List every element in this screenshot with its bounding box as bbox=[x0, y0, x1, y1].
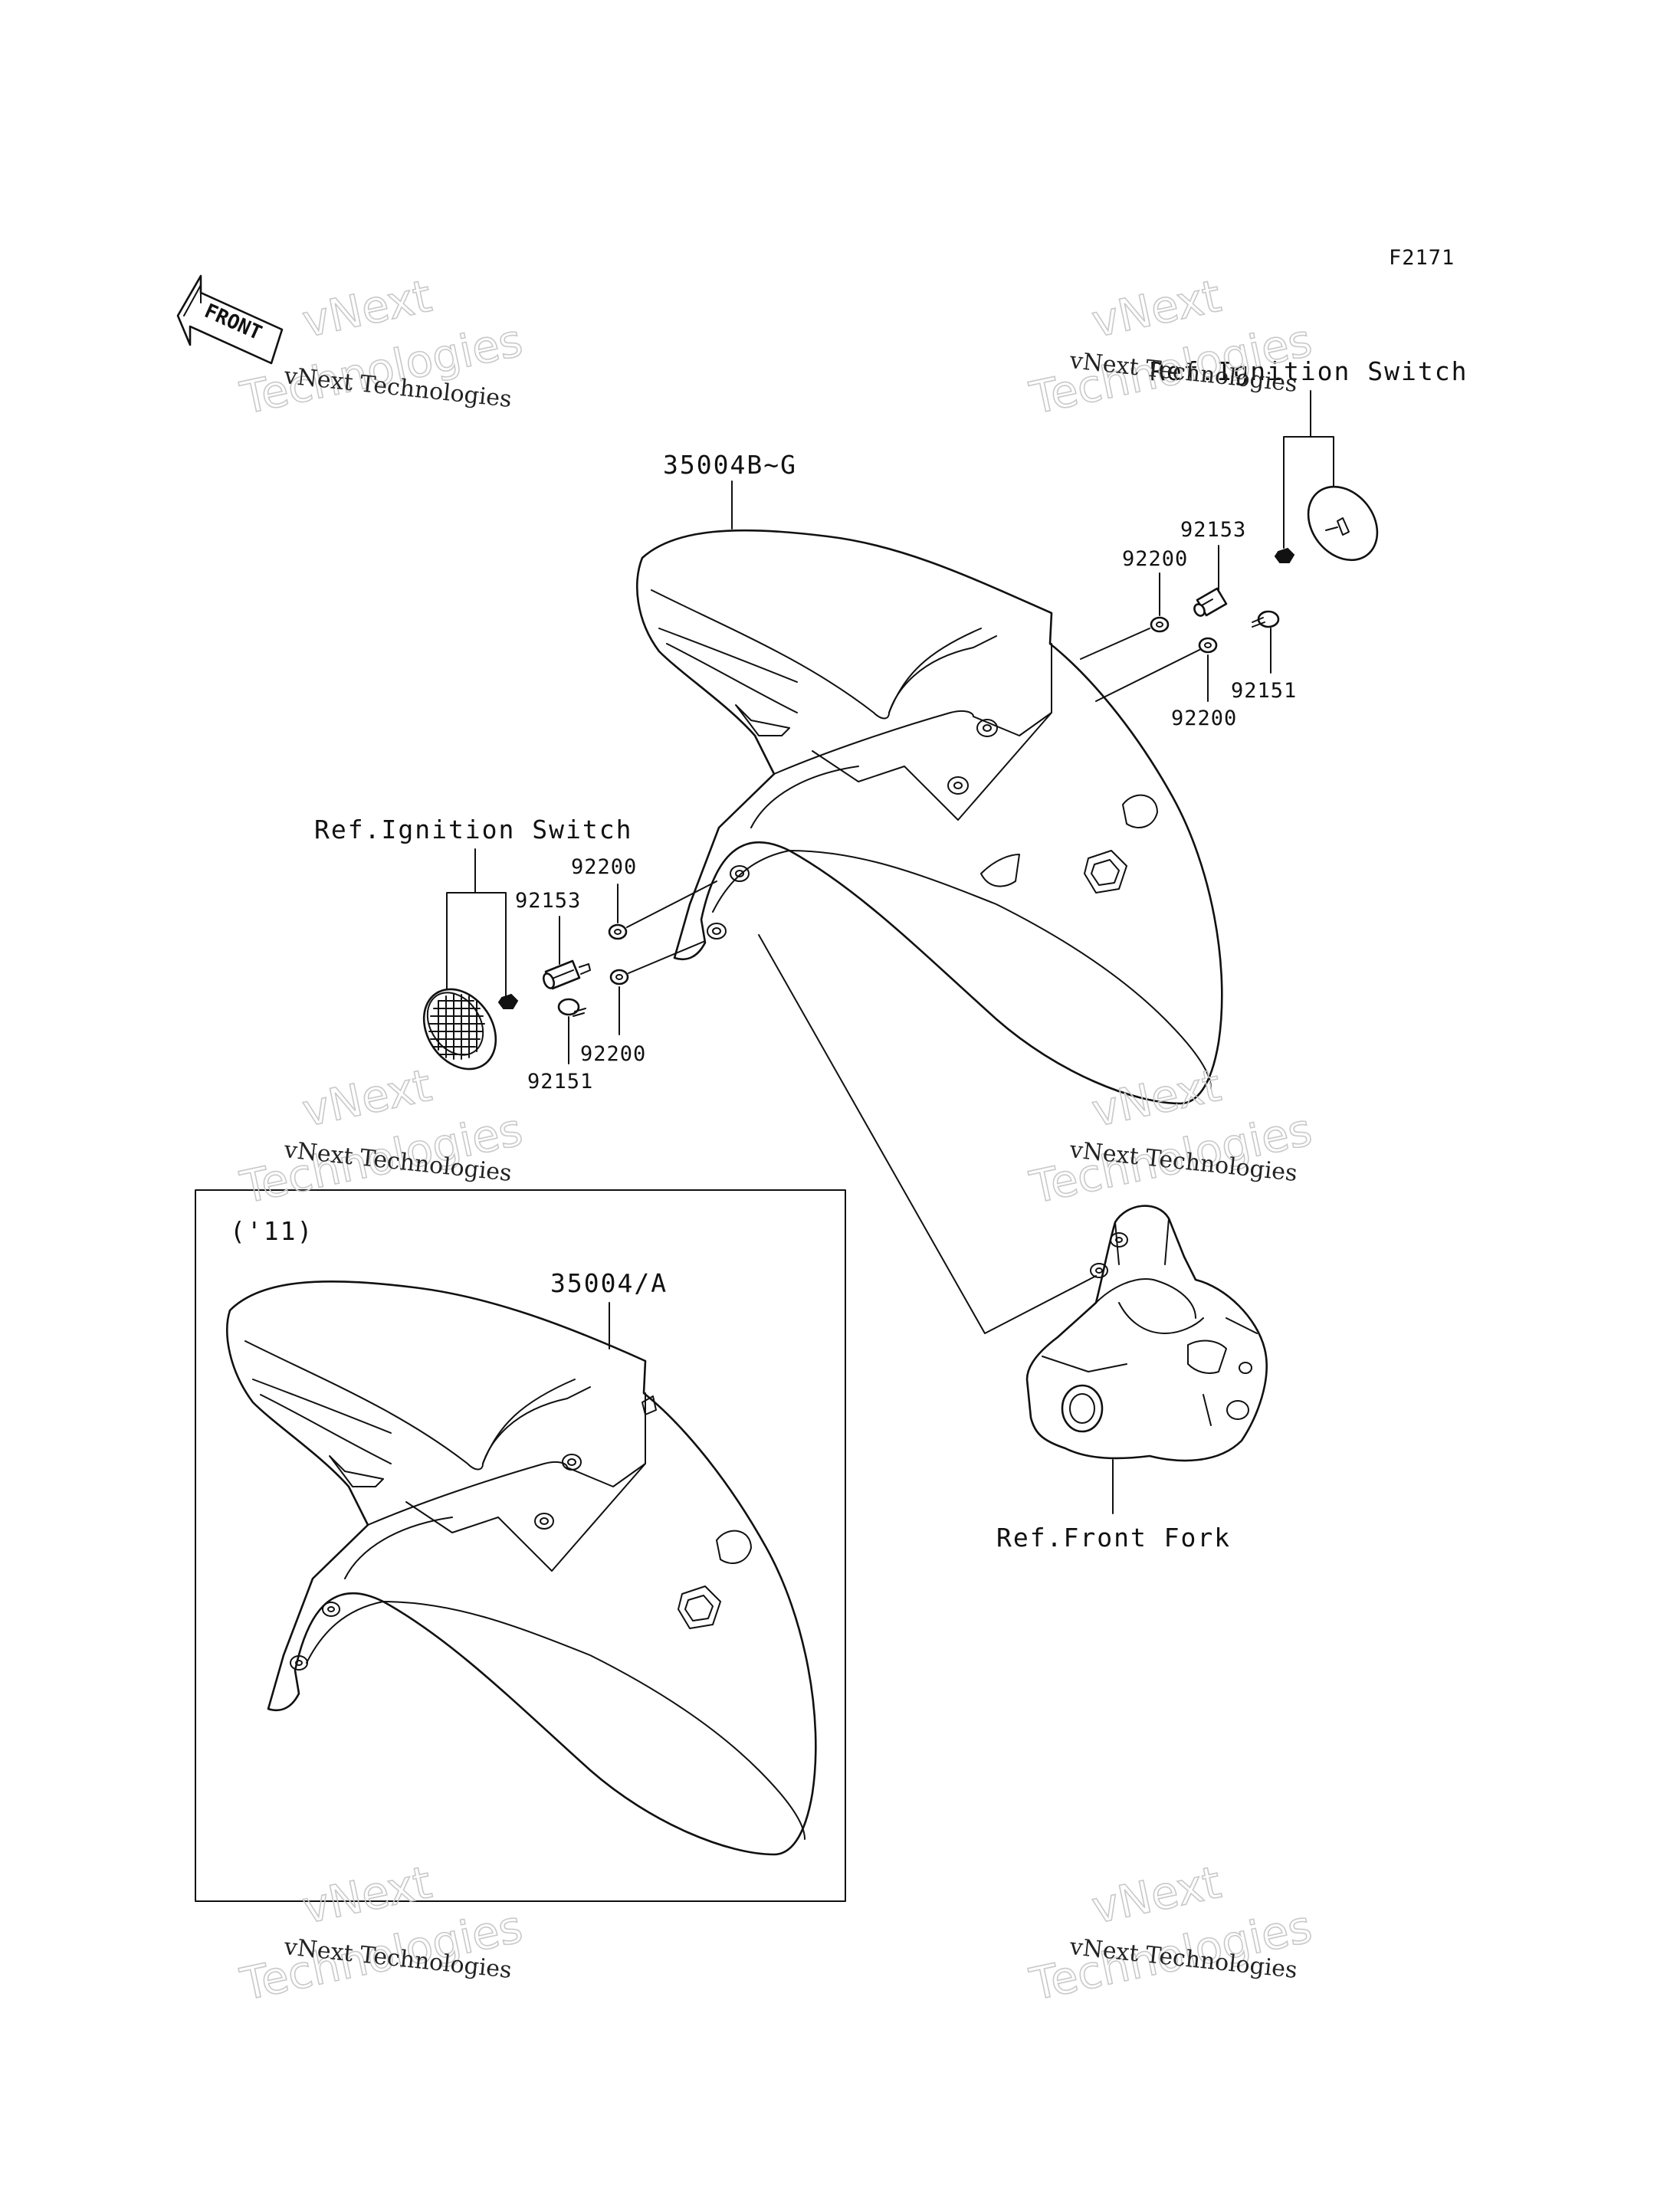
front-direction-arrow: FRONT bbox=[176, 274, 284, 365]
washer-92200-right-bottom bbox=[1198, 637, 1218, 654]
watermark-top-left: vNext Technologies vNext Technologies bbox=[235, 269, 527, 425]
label-92200-left-top: 92200 bbox=[571, 855, 637, 879]
label-92200-left-bottom: 92200 bbox=[580, 1042, 646, 1066]
label-92151-left: 92151 bbox=[527, 1070, 593, 1094]
washer-92200-left-top bbox=[608, 923, 628, 940]
label-ref-ignition-right: Ref.Ignition Switch bbox=[1150, 356, 1468, 386]
label-ref-front-fork: Ref.Front Fork bbox=[996, 1523, 1231, 1553]
screw-92151-right bbox=[1252, 610, 1280, 628]
bracket-ref-ignition-left bbox=[446, 848, 507, 997]
watermark-bottom-left: vNext Technologies vNext Technologies bbox=[235, 1855, 527, 2012]
nut-right bbox=[1274, 547, 1295, 563]
screw-92151-left bbox=[557, 998, 586, 1017]
label-92153-right: 92153 bbox=[1180, 518, 1246, 542]
label-92200-right-top: 92200 bbox=[1122, 547, 1188, 571]
label-92153-left: 92153 bbox=[515, 889, 581, 913]
watermark-mid-right: vNext Technologies vNext Technologies bbox=[1025, 1058, 1317, 1215]
label-92200-right-bottom: 92200 bbox=[1171, 707, 1237, 730]
nut-left bbox=[497, 993, 519, 1009]
washer-92200-right-top bbox=[1150, 616, 1170, 633]
label-fender-main: 35004B~G bbox=[663, 450, 797, 480]
collar-92153-right bbox=[1193, 587, 1228, 617]
label-inset-year: ('11) bbox=[230, 1216, 313, 1246]
explode-lines-left bbox=[626, 880, 717, 974]
reflector-left bbox=[422, 988, 497, 1071]
explode-lines-right bbox=[1080, 628, 1200, 702]
collar-92153-left bbox=[542, 959, 591, 990]
diagram-code: F2171 bbox=[1389, 246, 1455, 270]
label-ref-ignition-left: Ref.Ignition Switch bbox=[314, 815, 633, 844]
leader-fender-to-fork bbox=[758, 934, 1097, 1334]
label-fender-alt: 35004/A bbox=[550, 1268, 668, 1298]
watermark-top-right: vNext Technologies vNext Technologies bbox=[1025, 269, 1317, 425]
washer-92200-left-bottom bbox=[609, 969, 629, 985]
bracket-ref-ignition-right bbox=[1283, 390, 1334, 549]
inset-frame-2011 bbox=[195, 1189, 846, 1902]
front-fork-ref bbox=[1025, 1205, 1268, 1462]
front-fender-main bbox=[635, 529, 1223, 1105]
label-92151-right: 92151 bbox=[1231, 679, 1297, 703]
watermark-bottom-right: vNext Technologies vNext Technologies bbox=[1025, 1855, 1317, 2012]
front-fender-alt bbox=[225, 1280, 817, 1856]
reflector-right bbox=[1307, 485, 1379, 562]
